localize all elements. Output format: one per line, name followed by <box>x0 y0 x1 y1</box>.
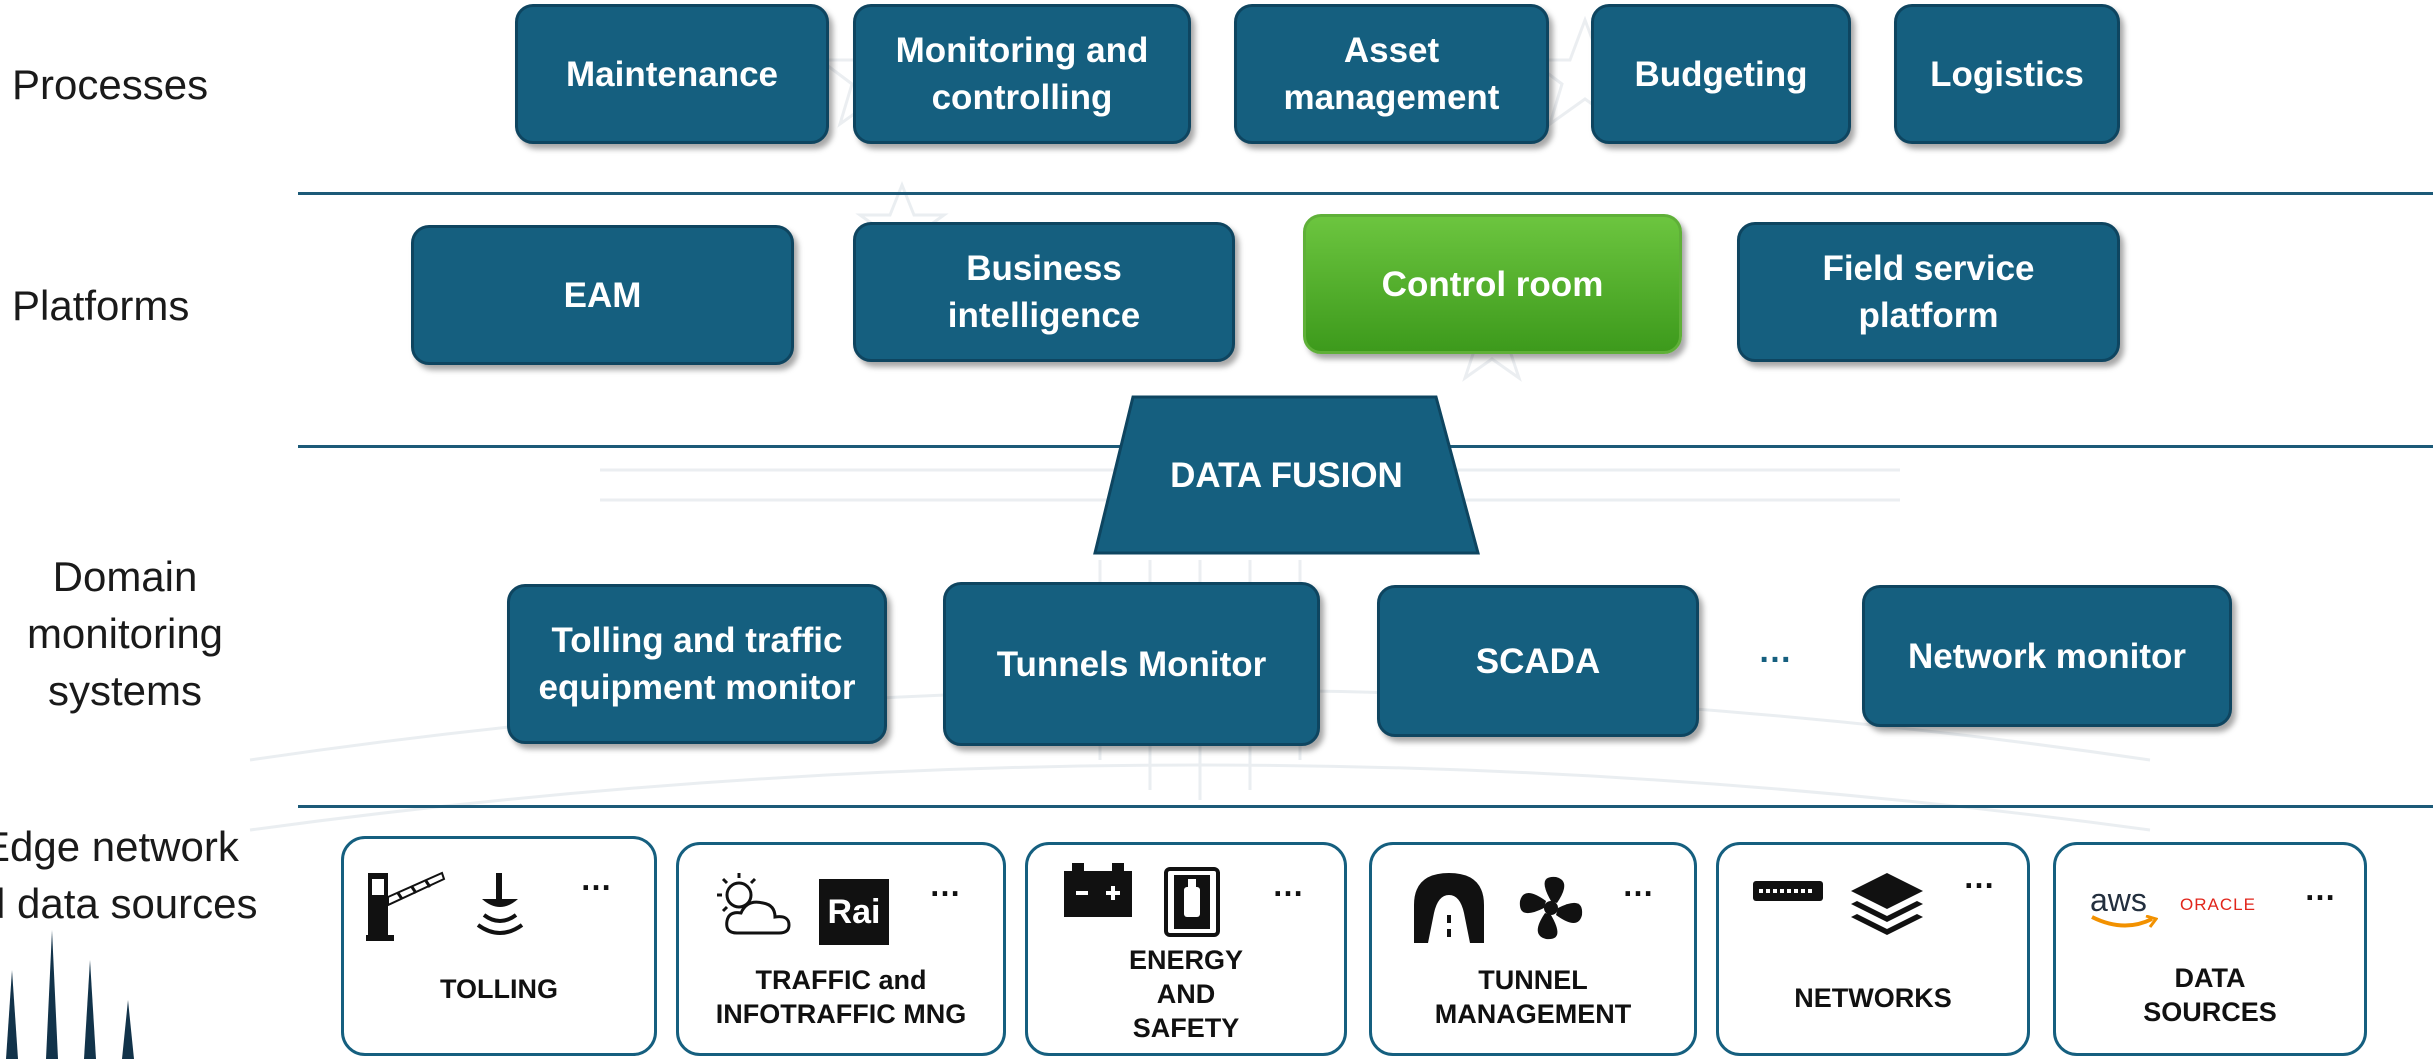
source-more-dots: … <box>1963 859 1995 895</box>
source-data-sources: aws ORACLE … DATA SOURCES <box>2053 842 2367 1056</box>
platform-field-service: Field service platform <box>1737 222 2120 362</box>
source-energy: … ENERGY AND SAFETY <box>1025 842 1347 1056</box>
source-traffic: Rai … TRAFFIC and INFOTRAFFIC MNG <box>676 842 1006 1056</box>
source-more-dots: … <box>1272 867 1304 903</box>
antenna-sensor-icon <box>472 871 528 946</box>
data-fusion-label: DATA FUSION <box>1170 456 1403 495</box>
process-budgeting: Budgeting <box>1591 4 1851 144</box>
source-tunnel: … TUNNEL MANAGEMENT <box>1369 842 1697 1056</box>
separator-line <box>298 192 2433 195</box>
process-maintenance: Maintenance <box>515 4 829 144</box>
aws-logo: aws <box>2090 884 2159 934</box>
layer-label-processes: Processes <box>12 61 209 108</box>
layer-label-domain: Domain monitoring systems <box>26 553 224 714</box>
domain-scada: SCADA <box>1377 585 1699 737</box>
source-label: DATA SOURCES <box>2143 963 2277 1027</box>
layer-label-platforms: Platforms <box>12 282 190 329</box>
weather-icon <box>709 871 805 946</box>
decorative-spikes <box>6 930 134 1059</box>
platform-eam: EAM <box>411 225 794 365</box>
source-label: NETWORKS <box>1794 983 1952 1013</box>
platform-business-intelligence: Business intelligence <box>853 222 1235 362</box>
layer-label-edge: Edge network d data sources <box>0 823 258 927</box>
platform-control-room: Control room <box>1303 214 1682 354</box>
battery-icon <box>1064 863 1132 922</box>
source-label: TRAFFIC and INFOTRAFFIC MNG <box>715 965 967 1029</box>
source-more-dots: … <box>929 867 961 903</box>
tunnel-icon <box>1414 873 1484 948</box>
domain-tolling-traffic-monitor: Tolling and traffic equipment monitor <box>507 584 887 744</box>
source-more-dots: … <box>580 861 612 897</box>
rai-logo: Rai <box>819 879 889 945</box>
source-networks: … NETWORKS <box>1716 842 2030 1056</box>
source-label: TOLLING <box>440 974 558 1004</box>
source-label: TUNNEL MANAGEMENT <box>1434 965 1632 1029</box>
fan-icon <box>1516 873 1586 948</box>
fire-extinguisher-box-icon <box>1164 867 1220 942</box>
process-monitoring: Monitoring and controlling <box>853 4 1191 144</box>
process-logistics: Logistics <box>1894 4 2120 144</box>
oracle-logo: ORACLE <box>2180 895 2256 914</box>
domain-more-dots: … <box>1758 632 1792 670</box>
process-asset-management: Asset management <box>1234 4 1549 144</box>
source-tolling: … TOLLING <box>341 836 657 1056</box>
stack-layers-icon <box>1851 873 1923 944</box>
source-label: ENERGY AND SAFETY <box>1128 945 1244 1043</box>
toll-barrier-icon <box>366 867 446 947</box>
source-more-dots: … <box>1622 867 1654 903</box>
separator-line <box>298 805 2433 808</box>
domain-network-monitor: Network monitor <box>1862 585 2232 727</box>
domain-tunnels-monitor: Tunnels Monitor <box>943 582 1320 746</box>
data-fusion-shape <box>1093 395 1480 555</box>
source-more-dots: … <box>2304 871 2336 907</box>
network-switch-icon <box>1753 881 1823 906</box>
